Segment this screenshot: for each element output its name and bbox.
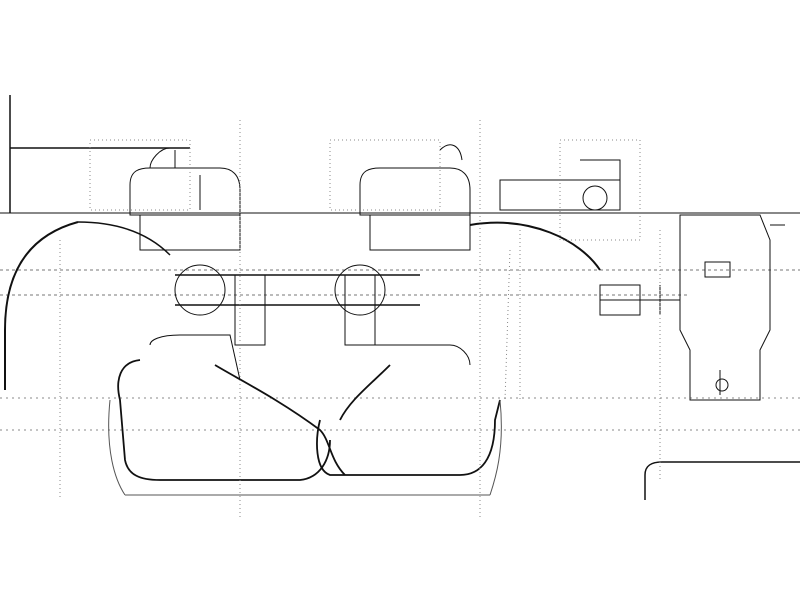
middle-bogie xyxy=(334,144,471,366)
left-frame-line xyxy=(9,95,190,213)
left-lower-tank-link xyxy=(214,364,346,476)
right-gear-unit xyxy=(499,159,785,401)
left-bogie xyxy=(129,147,420,381)
outer-lower-arc xyxy=(108,399,502,496)
middle-tank-arc xyxy=(469,221,601,271)
left-tank-arc-2 xyxy=(77,221,171,256)
right-lower-tank-link xyxy=(339,364,391,421)
left-tank-arc xyxy=(4,221,79,390)
right-lower-tank xyxy=(316,399,501,476)
lower-axis-line xyxy=(0,397,800,431)
bottom-right-box xyxy=(644,461,800,500)
stipple-shading xyxy=(59,120,661,520)
left-lower-tank xyxy=(117,359,331,481)
